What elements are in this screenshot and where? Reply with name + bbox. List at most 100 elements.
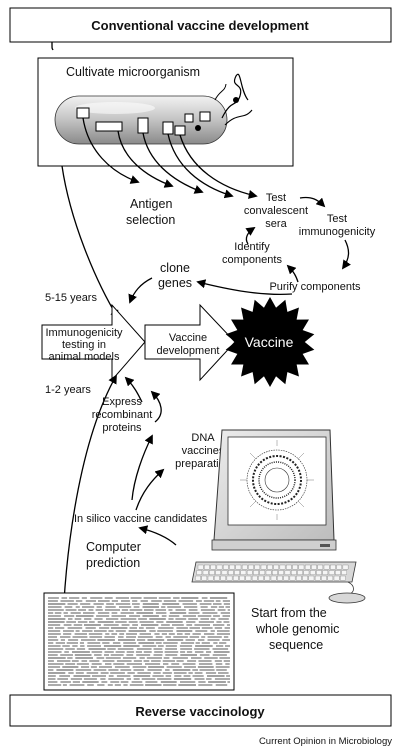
keyboard-key bbox=[302, 575, 308, 581]
reverse-arrows bbox=[124, 376, 177, 546]
antigen-label-2: selection bbox=[126, 213, 175, 227]
keyboard-key bbox=[207, 575, 214, 581]
keyboard-key bbox=[335, 570, 341, 575]
keyboard-key bbox=[258, 575, 264, 581]
keyboard-key bbox=[229, 564, 235, 570]
keyboard-key bbox=[322, 570, 329, 575]
genomic-sequence-sheet bbox=[43, 592, 235, 691]
express-2: recombinant bbox=[92, 409, 153, 421]
header-title: Conventional vaccine development bbox=[91, 18, 309, 33]
immuno-2: testing in bbox=[62, 339, 106, 351]
keyboard-key bbox=[254, 564, 261, 570]
header-box: Conventional vaccine development bbox=[9, 7, 392, 43]
keyboard-key bbox=[308, 575, 315, 581]
vaccine-development-arrow: Vaccine development bbox=[144, 303, 236, 382]
cycle-arrows bbox=[128, 196, 351, 304]
keyboard-key bbox=[233, 575, 239, 581]
genome-2: whole genomic bbox=[255, 622, 339, 636]
keyboard-key bbox=[328, 570, 335, 575]
purify-label: Purify components bbox=[269, 281, 361, 293]
computer-1: Computer bbox=[86, 540, 141, 554]
vacc-dev-2: development bbox=[157, 345, 220, 357]
keyboard-key bbox=[303, 570, 310, 575]
vaccine-label: Vaccine bbox=[245, 334, 294, 350]
keyboard-key bbox=[228, 570, 234, 575]
keyboard-key bbox=[311, 564, 317, 570]
keyboard-key bbox=[221, 570, 228, 575]
identify-1: Identify bbox=[234, 241, 270, 253]
keyboard-key bbox=[273, 564, 279, 570]
keyboard-key bbox=[342, 564, 349, 570]
keyboard-key bbox=[284, 570, 291, 575]
keyboard-key bbox=[286, 564, 292, 570]
footer-title: Reverse vaccinology bbox=[135, 704, 265, 719]
test-sera-2: convalescent bbox=[244, 205, 308, 217]
clone-2: genes bbox=[158, 276, 192, 290]
immuno-3: animal models bbox=[49, 351, 120, 363]
keyboard-key bbox=[195, 575, 201, 581]
keyboard-key bbox=[265, 570, 272, 575]
keyboard-key bbox=[336, 564, 342, 570]
keyboard-key bbox=[220, 575, 226, 581]
duration-reverse: 1-2 years bbox=[45, 384, 91, 396]
keyboard-key bbox=[278, 570, 284, 575]
vaccine-starburst: Vaccine bbox=[225, 296, 315, 388]
express-1: Express bbox=[102, 396, 142, 408]
keyboard-key bbox=[291, 570, 297, 575]
keyboard-key bbox=[215, 570, 221, 575]
keyboard-key bbox=[316, 570, 322, 575]
keyboard-key bbox=[309, 570, 316, 575]
keyboard-key bbox=[234, 570, 240, 575]
keyboard-key bbox=[292, 564, 298, 570]
footer-box: Reverse vaccinology bbox=[9, 694, 392, 727]
keyboard-key bbox=[209, 570, 215, 575]
identify-2: components bbox=[222, 254, 282, 266]
keyboard-key bbox=[330, 564, 336, 570]
immunogenicity-arrow: Immunogenicity testing in animal models bbox=[41, 303, 146, 382]
timeline-top-stub bbox=[51, 41, 54, 51]
keyboard-key bbox=[251, 575, 258, 581]
keyboard-key bbox=[321, 575, 327, 581]
keyboard-key bbox=[239, 575, 245, 581]
keyboard-key bbox=[210, 564, 216, 570]
test-sera-1: Test bbox=[266, 192, 286, 204]
keyboard-key bbox=[253, 570, 259, 575]
in-silico-label: In silico vaccine candidates bbox=[74, 513, 208, 525]
computer-2: prediction bbox=[86, 556, 140, 570]
antigen-arrows bbox=[82, 117, 258, 199]
keyboard-key bbox=[340, 575, 346, 581]
dna-1: DNA bbox=[191, 432, 215, 444]
keyboard-key bbox=[304, 564, 311, 570]
keyboard-key bbox=[296, 575, 302, 581]
keyboard-key bbox=[277, 575, 283, 581]
keyboard-key bbox=[327, 575, 334, 581]
computer-illustration bbox=[191, 429, 366, 604]
keyboard-key bbox=[323, 564, 330, 570]
express-3: proteins bbox=[102, 422, 142, 434]
keyboard-key bbox=[226, 575, 233, 581]
keyboard-key bbox=[289, 575, 296, 581]
keyboard-key bbox=[204, 564, 210, 570]
keyboard-key bbox=[341, 570, 347, 575]
genome-1: Start from the bbox=[251, 606, 327, 620]
test-sera-3: sera bbox=[265, 218, 287, 230]
keyboard-key bbox=[240, 570, 247, 575]
keyboard-key bbox=[317, 564, 324, 570]
keyboard-key bbox=[259, 570, 266, 575]
keyboard-key bbox=[264, 575, 271, 581]
keyboard-key bbox=[246, 570, 253, 575]
keyboard-key bbox=[196, 570, 203, 575]
journal-credit: Current Opinion in Microbiology bbox=[259, 736, 392, 747]
dna-2: vaccines bbox=[182, 445, 225, 457]
antigen-label-1: Antigen bbox=[130, 197, 172, 211]
keyboard-key bbox=[248, 564, 254, 570]
keyboard-key bbox=[283, 575, 289, 581]
clone-1: clone bbox=[160, 261, 190, 275]
keyboard-key bbox=[270, 575, 277, 581]
conventional-timeline-arrow bbox=[61, 165, 119, 320]
keyboard-key bbox=[214, 575, 220, 581]
keyboard-key bbox=[216, 564, 223, 570]
keyboard-key bbox=[314, 575, 321, 581]
keyboard-keys bbox=[195, 564, 349, 581]
keyboard-key bbox=[298, 564, 305, 570]
